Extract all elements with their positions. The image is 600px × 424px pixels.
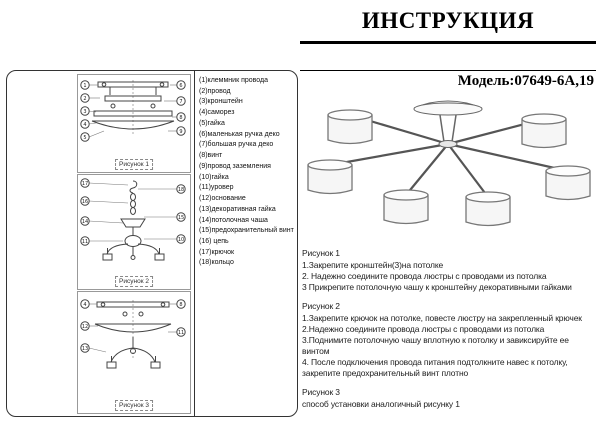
parts-list: (1)клеммник провода (2)провод (3)кронште… xyxy=(194,71,297,416)
part-item: (10)гайка xyxy=(199,173,229,181)
figure-3-sketch: 4 12 13 8 11 xyxy=(80,299,186,369)
instruction-heading: Рисунок 2 xyxy=(302,301,340,311)
instruction-heading: Рисунок 1 xyxy=(302,248,340,258)
svg-text:17: 17 xyxy=(82,181,88,187)
figure-2-sketch: 17 16 14 11 18 15 10 xyxy=(80,178,186,261)
part-item: (8)винт xyxy=(199,152,223,160)
part-item: (17)крючок xyxy=(199,248,235,256)
svg-text:8: 8 xyxy=(179,115,182,121)
svg-text:12: 12 xyxy=(82,324,88,330)
figure-3-label: Рисунок 3 xyxy=(115,400,153,411)
figure-3-callouts: 4 12 13 8 11 xyxy=(80,299,186,353)
figure-1-diagram: 1 2 3 4 5 6 7 8 9 xyxy=(77,74,191,173)
page-title: ИНСТРУКЦИЯ xyxy=(361,8,535,33)
svg-text:7: 7 xyxy=(179,99,182,105)
figure-2-label: Рисунок 2 xyxy=(115,276,153,287)
svg-text:9: 9 xyxy=(179,129,182,135)
part-item: (6)маленькая ручка деко xyxy=(199,130,280,138)
svg-text:13: 13 xyxy=(82,346,88,352)
svg-text:5: 5 xyxy=(83,135,86,141)
instruction-line: способ установки аналогичный рисунку 1 xyxy=(302,399,460,409)
instruction-line: 2. Надежно соедините провода люстры с пр… xyxy=(302,271,547,281)
svg-text:3: 3 xyxy=(83,109,86,115)
figure-3-diagram: 4 12 13 8 11 Рисунок 3 xyxy=(77,291,191,414)
part-item: (2)провод xyxy=(199,87,231,95)
part-item: (15)предохранительный винт xyxy=(199,227,294,235)
instruction-line: 1.Закрепите кронштейн(3)на потолке xyxy=(302,260,444,270)
svg-text:14: 14 xyxy=(82,219,88,225)
svg-text:16: 16 xyxy=(82,199,88,205)
svg-text:4: 4 xyxy=(83,302,86,308)
svg-text:2: 2 xyxy=(83,96,86,102)
svg-text:11: 11 xyxy=(82,239,88,245)
part-item: (12)основание xyxy=(199,195,246,203)
diagrams-panel: 1 2 3 4 5 6 7 8 9 xyxy=(6,70,298,417)
part-item: (5)гайка xyxy=(199,119,225,127)
part-item: (9)провод заземления xyxy=(199,162,271,170)
svg-text:15: 15 xyxy=(178,215,184,221)
part-item: (14)потолочная чаша xyxy=(199,216,268,224)
part-item: (7)большая ручка деко xyxy=(199,141,274,149)
svg-text:1: 1 xyxy=(83,83,86,89)
svg-text:18: 18 xyxy=(178,187,184,193)
installation-instructions: Рисунок 1 1.Закрепите кронштейн(3)на пот… xyxy=(302,248,595,418)
figure-2-instructions: Рисунок 2 1.Закрепите крючок на потолке,… xyxy=(302,301,595,379)
part-item: (3)кронштейн xyxy=(199,98,243,106)
svg-text:11: 11 xyxy=(178,330,184,336)
figure-1-sketch: 1 2 3 4 5 6 7 8 9 xyxy=(80,80,186,142)
svg-text:6: 6 xyxy=(179,83,182,89)
figure-2-diagram: 17 16 14 11 18 15 10 Рисунок 2 xyxy=(77,174,191,290)
svg-text:4: 4 xyxy=(83,122,86,128)
part-item: (13)декоративная гайка xyxy=(199,205,276,213)
figure-2-callouts: 17 16 14 11 18 15 10 xyxy=(80,178,186,246)
chandelier-drawing xyxy=(307,100,591,227)
part-item: (11)уровер xyxy=(199,184,234,192)
instruction-line: 2.Надежно соедините провода люстры с про… xyxy=(302,324,545,334)
svg-text:8: 8 xyxy=(179,302,182,308)
figure-1-instructions: Рисунок 1 1.Закрепите кронштейн(3)на пот… xyxy=(302,248,595,293)
figure-3-instructions: Рисунок 3 способ установки аналогичный р… xyxy=(302,387,595,410)
instruction-line: 3 Прикрепите потолочную чашу к кронштейн… xyxy=(302,282,572,292)
figure-1-callouts: 1 2 3 4 5 6 7 8 9 xyxy=(80,80,186,142)
title-underline xyxy=(300,41,596,44)
part-item: (1)клеммник провода xyxy=(199,77,269,84)
part-item: (18)кольцо xyxy=(199,259,234,267)
part-item: (16) цепь xyxy=(199,238,229,246)
instruction-line: 1.Закрепите крючок на потолке, повесте л… xyxy=(302,313,582,323)
instruction-line: 3.Поднимите потолочную чашу вплотную к п… xyxy=(302,335,569,356)
svg-text:10: 10 xyxy=(178,237,184,243)
instruction-line: 4. После подключения провода питания под… xyxy=(302,357,568,378)
instruction-heading: Рисунок 3 xyxy=(302,387,340,397)
figure-1-label: Рисунок 1 xyxy=(115,159,153,170)
lamp-illustration xyxy=(300,92,596,248)
part-item: (4)саморез xyxy=(199,109,235,117)
model-label: Модель:07649-6А,19 xyxy=(300,70,596,90)
